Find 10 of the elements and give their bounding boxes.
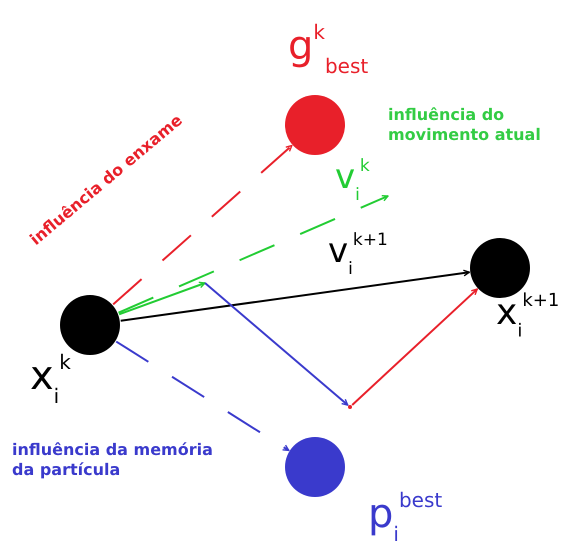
arrow <box>120 270 470 322</box>
arrow <box>118 194 389 314</box>
arrow <box>112 144 293 306</box>
arrow <box>352 288 478 406</box>
arrow <box>116 340 290 452</box>
arrow <box>204 282 348 406</box>
annotation-text: influência do movimento atual <box>388 105 542 145</box>
vertex-point <box>348 405 352 409</box>
annotation-text: influência da memória da partícula <box>12 440 214 480</box>
arrow <box>118 282 206 316</box>
